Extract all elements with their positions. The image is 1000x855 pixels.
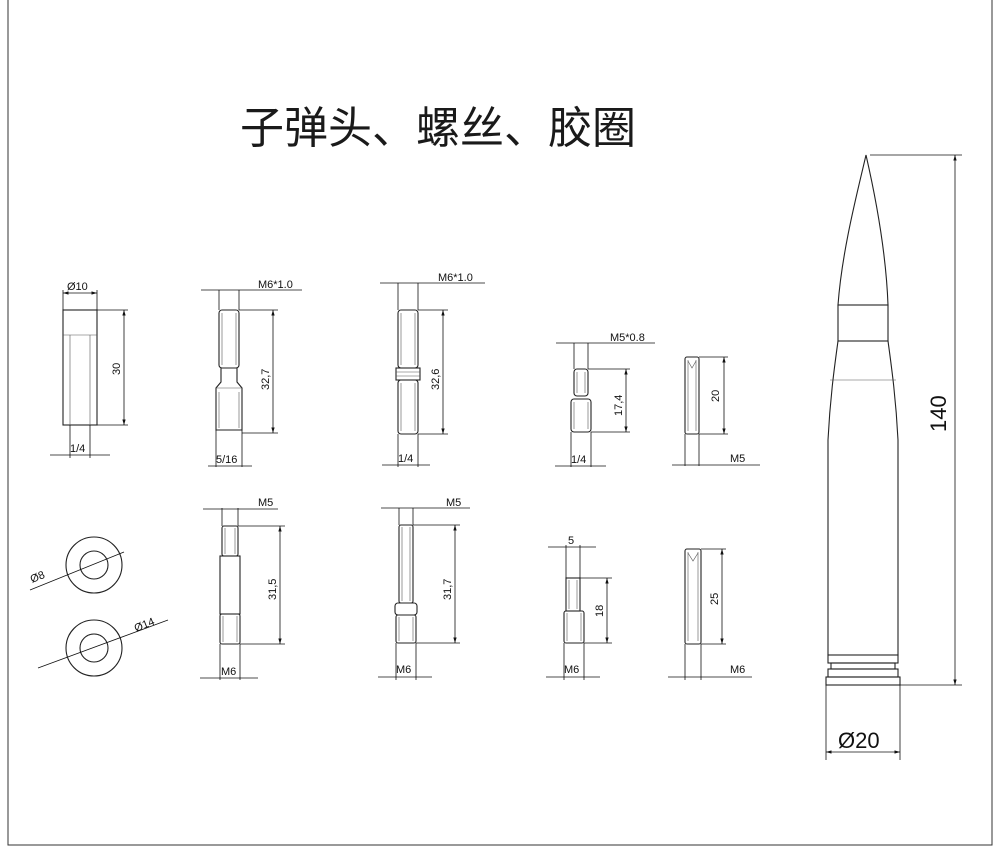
screw-part-6: M5 31,5 M6 [200,497,285,680]
length-label: 17,4 [613,395,625,416]
dia-label: Ø8 [29,569,47,586]
standoff-part-1: Ø10 30 1/4 [50,281,128,458]
length-label: 32,7 [260,369,272,390]
insert-part-5: 20 M5 [672,356,760,466]
spec-label: 5 [568,535,574,547]
spec-label: M6*1.0 [258,279,293,291]
thread-label: 1/4 [70,443,85,455]
screw-part-2: M6*1.0 32,7 5/16 [201,279,302,467]
length-label: 140 [926,395,951,432]
screw-part-8: 5 18 M6 [546,535,612,680]
thread-label: M6 [564,664,579,676]
rubber-ring-small: Ø8 [29,536,125,594]
spec-label: M6*1.0 [438,272,473,284]
spec-label: M5 [446,497,461,509]
length-label: 32,6 [430,369,442,390]
bullet-body: 140 Ø20 [825,154,962,760]
thread-label: 1/4 [571,454,586,466]
rubber-ring-large: Ø14 [37,616,169,677]
length-label: 25 [709,593,721,605]
length-label: 31,5 [267,579,279,600]
drawing-title: 子弹头、螺丝、胶圈 [240,103,636,154]
length-label: 30 [111,363,123,375]
screw-part-7: M5 31,7 M6 [378,497,470,680]
length-label: 18 [594,605,606,617]
thread-label: M6 [396,664,411,676]
spec-label: M5 [258,497,273,509]
dia-label: Ø14 [133,616,157,635]
dia-label: Ø20 [838,728,880,753]
sheet-frame [7,0,993,846]
thread-label: M5 [730,453,745,465]
thread-label: M6 [221,666,236,678]
length-label: 31,7 [442,579,454,600]
screw-part-4: M5*0.8 17,4 1/4 [555,332,655,467]
thread-label: 5/16 [216,454,237,466]
dia-label: Ø10 [67,281,88,293]
spec-label: M5*0.8 [610,332,645,344]
length-label: 20 [710,390,722,402]
screw-part-3: M6*1.0 32,6 1/4 [380,272,485,467]
insert-part-9: 25 M6 [668,548,752,680]
thread-label: M6 [730,664,745,676]
thread-label: 1/4 [398,453,413,465]
